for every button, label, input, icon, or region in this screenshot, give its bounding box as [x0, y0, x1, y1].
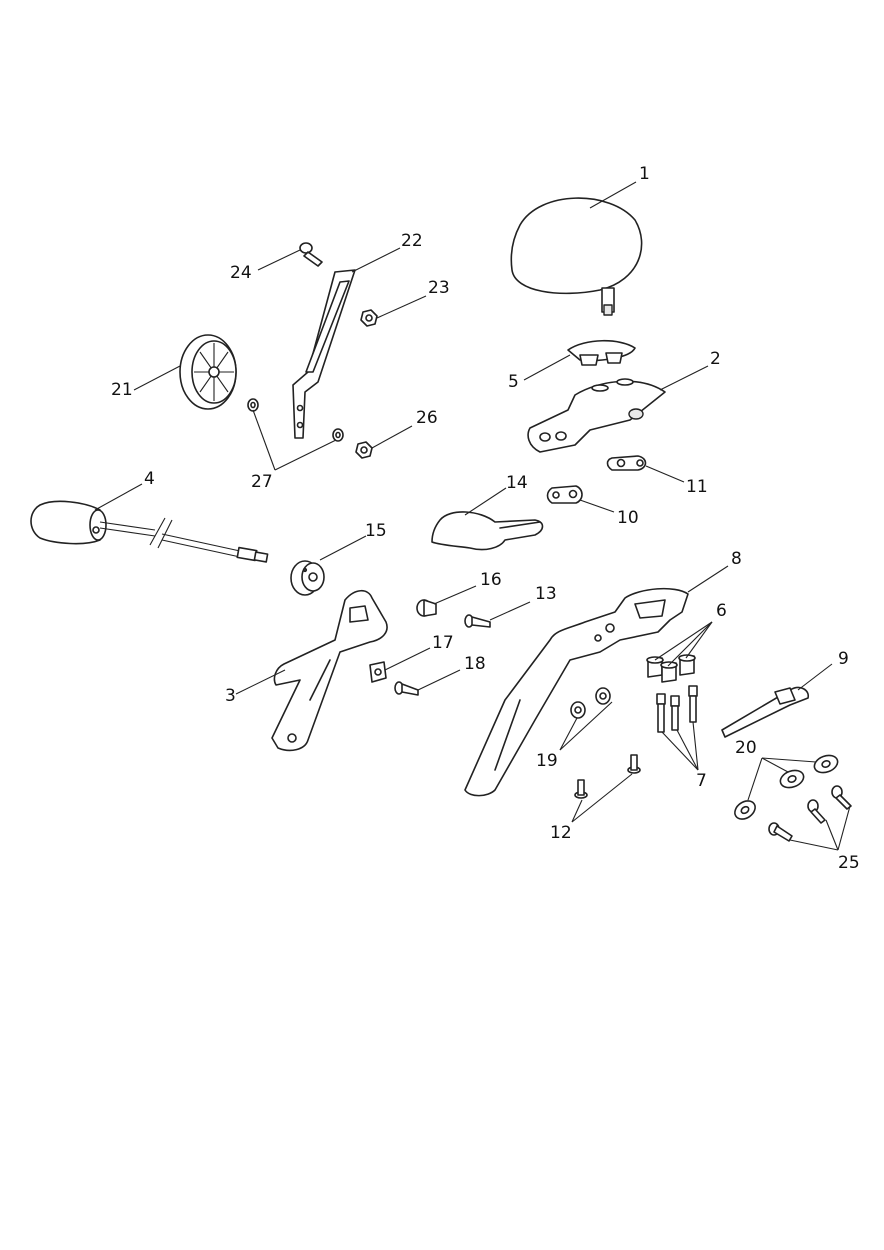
part-24-bolt [299, 242, 323, 267]
part-9-bracket [721, 686, 810, 738]
callout-4: 4 [144, 469, 155, 489]
callout-8: 8 [731, 549, 742, 569]
part-18-bolt [394, 681, 419, 696]
part-3-left-bracket [271, 589, 388, 752]
part-13-bolt [464, 614, 491, 628]
callout-10: 10 [617, 508, 639, 528]
part-26-nut [355, 441, 373, 459]
callout-15: 15 [365, 521, 387, 541]
callout-2: 2 [710, 349, 721, 369]
callout-17: 17 [432, 633, 454, 653]
callout-21: 21 [111, 380, 133, 400]
part-1-backrest-pad [510, 197, 643, 316]
callout-labels: 1 2 3 4 5 6 7 8 9 10 11 12 13 14 15 16 1… [111, 164, 860, 873]
part-20-washers [734, 754, 839, 820]
callout-24: 24 [230, 263, 252, 283]
part-2-backrest-bracket [527, 378, 666, 453]
callout-25: 25 [838, 853, 860, 873]
part-23-nut [360, 309, 378, 327]
part-4-bar-end-cable [30, 500, 269, 563]
callout-9: 9 [838, 649, 849, 669]
callout-7: 7 [696, 771, 707, 791]
callout-6: 6 [716, 601, 727, 621]
callout-20: 20 [735, 738, 757, 758]
callout-16: 16 [480, 570, 502, 590]
callout-27: 27 [251, 472, 273, 492]
callout-3: 3 [225, 686, 236, 706]
part-19-nuts [570, 687, 611, 719]
part-10-clip [546, 485, 583, 504]
part-14-cover [431, 511, 544, 551]
part-8-main-bracket [464, 587, 689, 797]
part-12-bolts [574, 754, 641, 799]
callout-1: 1 [639, 164, 650, 184]
part-21-wheel [179, 334, 237, 410]
part-25-screws [768, 785, 852, 842]
part-11-clip [606, 455, 647, 471]
callout-13: 13 [535, 584, 557, 604]
callout-26: 26 [416, 408, 438, 428]
part-16-bush [416, 599, 437, 617]
callout-14: 14 [506, 473, 528, 493]
part-7-bolts [656, 685, 698, 733]
leader-lines [94, 181, 851, 851]
callout-11: 11 [686, 477, 708, 497]
callout-23: 23 [428, 278, 450, 298]
part-17-clip-nut [369, 661, 387, 683]
callout-22: 22 [401, 231, 423, 251]
part-15-spacer [290, 560, 325, 596]
part-5-mount-plate [567, 339, 636, 366]
callout-12: 12 [550, 823, 572, 843]
part-22-bracket-arm [292, 269, 356, 439]
callout-18: 18 [464, 654, 486, 674]
callout-19: 19 [536, 751, 558, 771]
callout-5: 5 [508, 372, 519, 392]
part-6-grommets [646, 654, 696, 683]
